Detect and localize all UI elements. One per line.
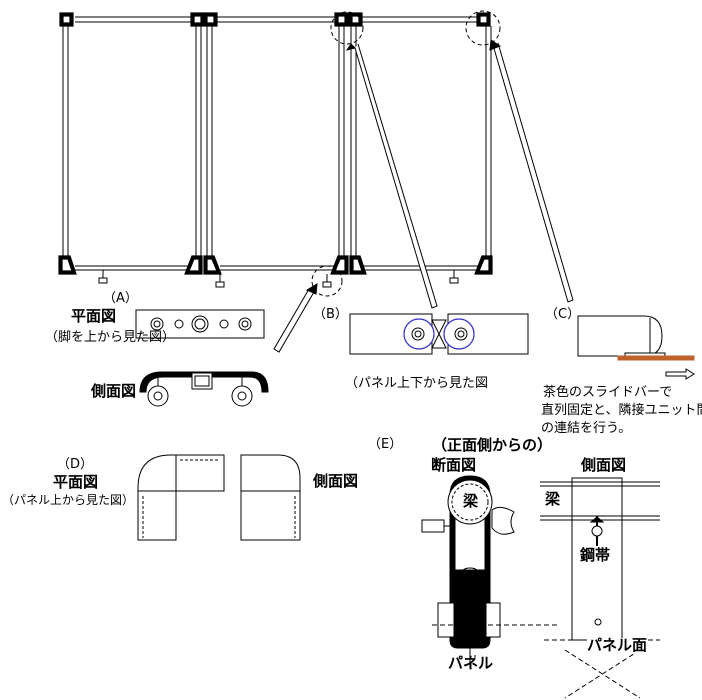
panel-edge-left [437,602,455,638]
bottom-feet [58,255,493,275]
detail-a-plan [135,309,265,339]
label-b-title: （B） [313,307,348,322]
slide-direction-arrow [665,368,695,380]
detail-b-connector [349,313,529,355]
bolt-hole [174,319,184,329]
top-corner-joints [59,12,491,27]
label-panel: パネル [448,654,494,672]
label-d-side: 側面図 [313,472,359,490]
panel-frames [62,16,492,271]
label-e-section: 断面図 [431,456,477,474]
label-beam-side: 梁 [545,490,561,508]
leader-arrows [273,39,574,353]
corner-joint-inner [351,15,360,24]
label-e-side: 側面図 [581,456,627,474]
detail-a-side [139,371,269,407]
label-e-title: （E） [368,437,403,452]
detail-circle-a [311,265,343,297]
corner-joint-inner [62,15,71,24]
label-e-subtitle: （正面側からの） [432,436,553,454]
bolt-head [421,519,445,533]
label-a-title: （A） [103,291,138,306]
label-c-note-2: 直列固定と、隣接ユニット間 [541,403,702,418]
rivet [594,618,602,626]
label-a-side: 側面図 [91,382,137,400]
leader-arrow-b [354,43,438,309]
label-panel-face: パネル面 [587,636,648,654]
caster [449,277,459,284]
leader-arrow-c [492,42,574,303]
label-d-plan-note: （パネル上から見た図） [2,493,135,507]
caster [98,277,108,284]
detail-circle-c [465,10,501,46]
label-c-note-1: 茶色のスライドバーで [543,385,673,400]
label-c-title: （C） [545,307,581,322]
bolt-hole [219,319,229,329]
corner-joint-plan [137,454,225,541]
slide-bar [617,355,695,361]
detail-e-section [421,475,560,668]
leader-arrow-a [273,288,315,353]
caster [215,281,225,288]
corner-joint-inner [206,15,215,24]
detail-c-slide [577,315,695,380]
label-steel-band: 鋼帯 [580,546,611,564]
label-d-plan: 平面図 [53,473,99,491]
label-beam: 梁 [463,492,479,510]
steel-band [571,477,623,641]
corner-joint-inner [337,15,346,24]
detail-d-plan [137,454,225,541]
label-a-plan: 平面図 [71,307,117,325]
beam-section [447,479,493,525]
wing-nut [491,506,515,535]
caster [322,281,332,288]
label-a-plan-note: （脚を上から見た図） [45,330,176,345]
detail-e-side [540,477,660,699]
detail-circles [311,10,501,297]
detail-circle-b [330,11,364,45]
panel-end-rounded [577,315,663,357]
frame-casters [98,270,459,288]
corner-joint-inner [479,15,488,24]
label-c-note-3: の連結を行う。 [541,421,632,436]
bolt [591,525,603,537]
panel-edge-right [485,602,501,638]
corner-joint-side [240,454,301,541]
detail-d-side [240,454,301,541]
label-d-title: （D） [57,457,94,472]
corner-joint-inner [193,15,202,24]
label-b-note: （パネル上下から見た図 [345,376,489,391]
caster-arch [139,371,269,393]
